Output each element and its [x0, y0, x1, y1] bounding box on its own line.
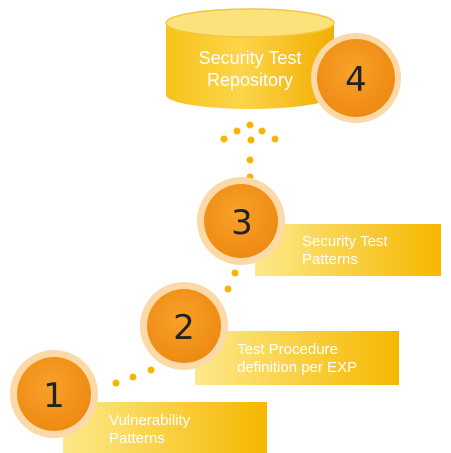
repository-label-line2: Repository	[207, 70, 293, 90]
step-1-label-line2: Patterns	[109, 430, 165, 447]
step-1-number: 1	[43, 376, 65, 416]
step-2-label-line1: Test Procedure	[237, 341, 338, 358]
step-3-label-line2: Patterns	[302, 251, 358, 268]
step-3-label-box	[255, 224, 441, 276]
step-3-number: 3	[231, 203, 253, 243]
step-1: Vulnerability Patterns 1	[10, 350, 267, 453]
repository-cylinder: Security Test Repository	[165, 8, 335, 109]
connector-dots-2-to-3	[224, 269, 239, 293]
step-1-label-box	[63, 402, 267, 453]
step-2: Test Procedure definition per EXP 2	[140, 282, 399, 385]
step-3: Security Test Patterns 3	[197, 177, 441, 276]
step-4-number: 4	[345, 60, 367, 100]
repository-label-line1: Security Test	[199, 48, 302, 68]
step-1-label-line1: Vulnerability	[109, 412, 191, 429]
step-2-number: 2	[173, 308, 195, 348]
step-3-label-line1: Security Test	[302, 233, 388, 250]
connector-dots-3-to-4	[220, 121, 279, 181]
step-4-circle: 4	[311, 33, 401, 123]
step-2-label-line2: definition per EXP	[237, 359, 357, 376]
step-2-label-box	[195, 331, 399, 385]
connector-dots-1-to-2	[112, 366, 155, 387]
